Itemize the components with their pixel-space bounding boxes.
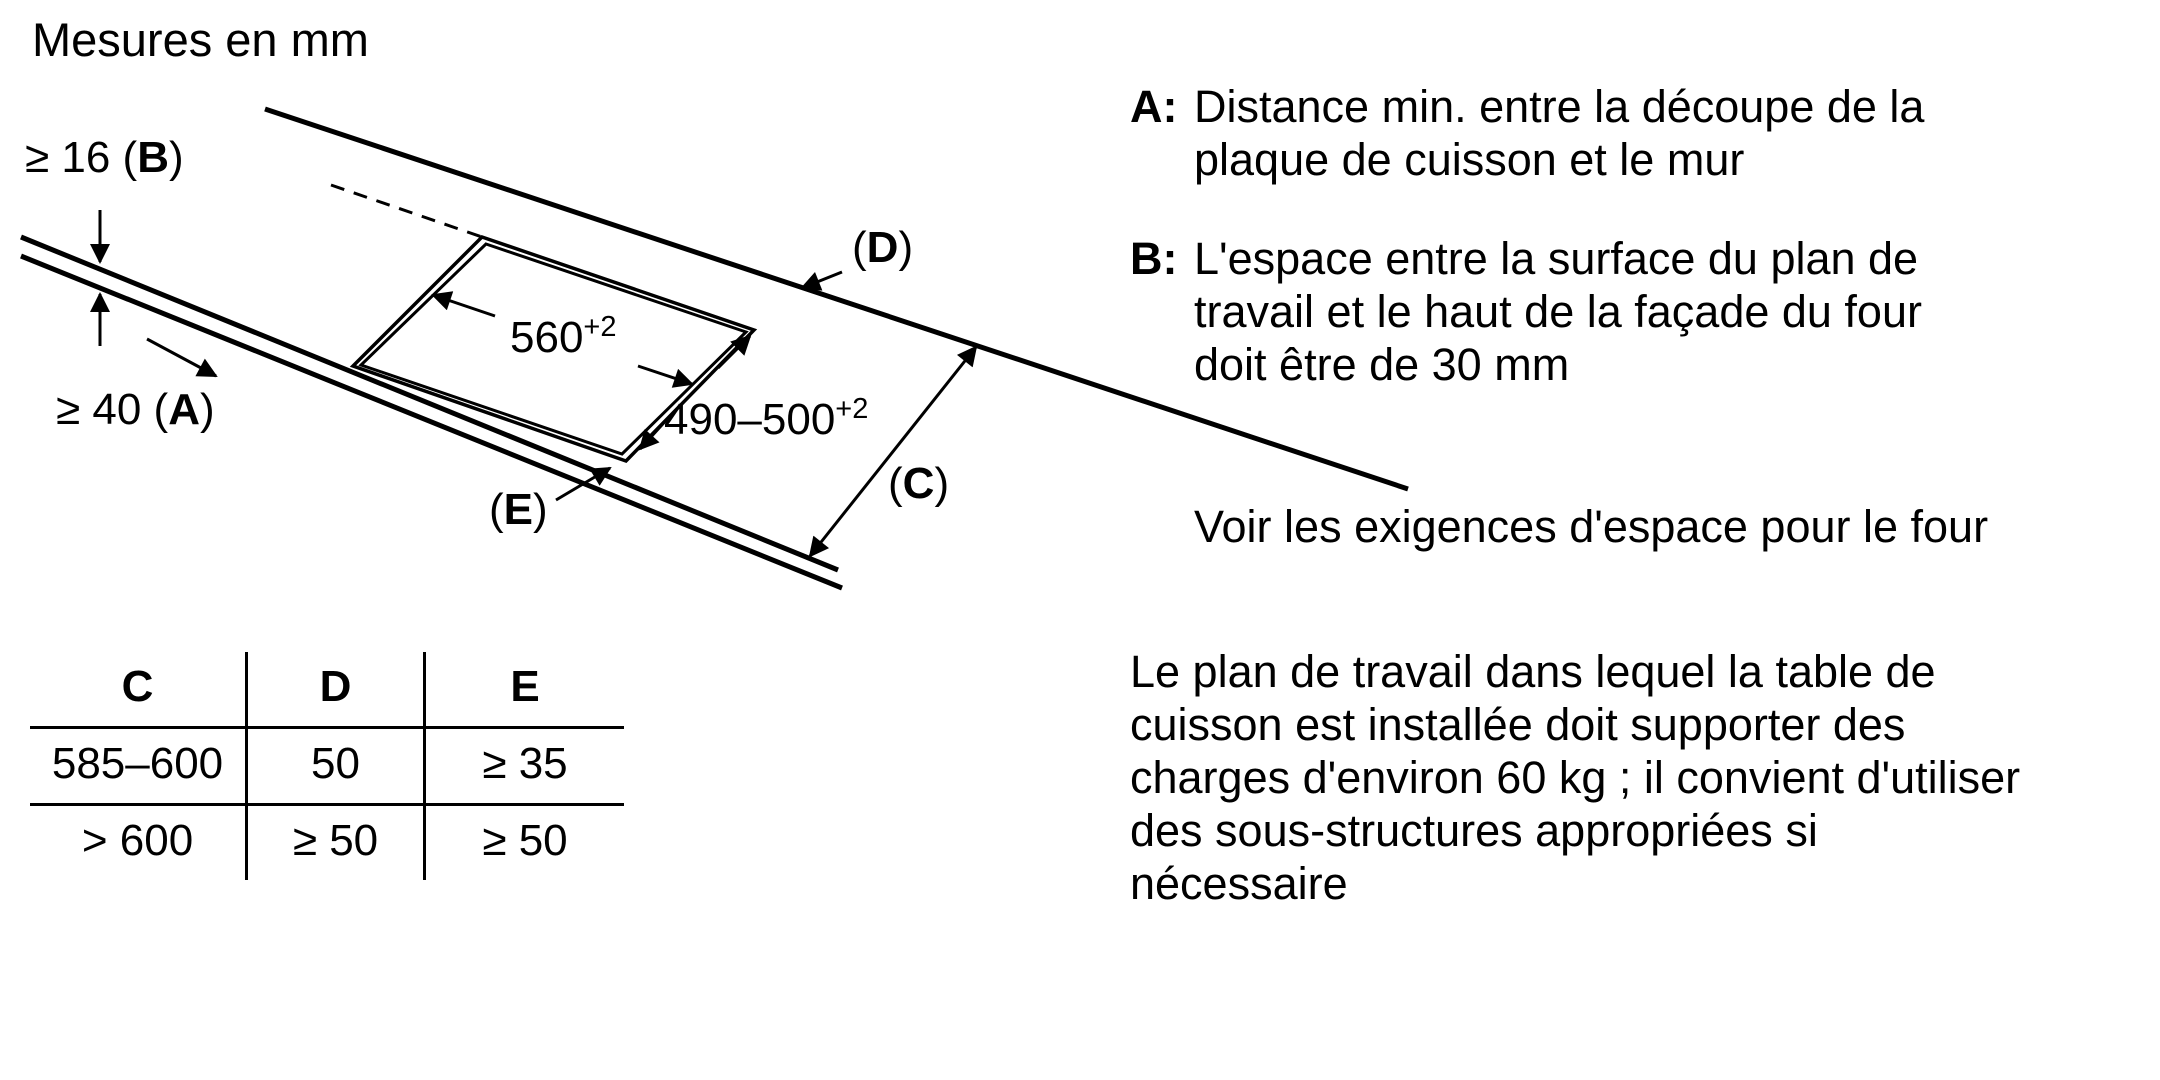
page-title: Mesures en mm xyxy=(32,13,369,66)
dim-490-500-arrow-lower xyxy=(638,414,672,451)
legend-item-a: A: Distance min. entre la découpe de la … xyxy=(1130,80,2120,186)
worktop-front-edge-bottom-line xyxy=(20,253,843,591)
legend-note: Voir les exigences d'espace pour le four xyxy=(1194,501,1989,552)
table-cell-r1-c: 585–600 xyxy=(30,729,248,806)
dim-560-label: 560+2 xyxy=(510,311,617,362)
label-e: (E) xyxy=(489,485,548,534)
dim-b-label: ≥ 16 (B) xyxy=(25,133,184,182)
legend-item-a-text: Distance min. entre la découpe de la pla… xyxy=(1194,81,1925,185)
table-header-d: D xyxy=(248,652,426,729)
dim-490-500-arrow-upper xyxy=(716,334,752,370)
table-cell-r2-c: > 600 xyxy=(30,806,248,880)
label-d-arrow xyxy=(800,270,843,291)
table-header-e: E xyxy=(426,652,624,729)
dim-490-500-label: 490–500+2 xyxy=(664,393,868,444)
dim-a-label: ≥ 40 (A) xyxy=(56,385,215,434)
label-d: (D) xyxy=(852,223,913,272)
dim-c-arrow xyxy=(808,345,978,558)
legend-item-a-label: A: xyxy=(1130,81,1178,132)
table-header-c: C xyxy=(30,652,248,729)
legend-item-b-label: B: xyxy=(1130,233,1178,284)
table-cell-r2-d: ≥ 50 xyxy=(248,806,426,880)
label-e-arrow xyxy=(555,466,612,502)
legend: A: Distance min. entre la découpe de la … xyxy=(1130,80,2120,910)
dimensions-table: C D E 585–600 50 ≥ 35 > 600 ≥ 50 ≥ 50 xyxy=(30,652,624,880)
legend-paragraph: Le plan de travail dans lequel la table … xyxy=(1130,646,2021,909)
cutout-hidden-edge-dashed-line xyxy=(330,183,483,239)
cutout-inner-outline xyxy=(358,242,749,456)
worktop-front-edge-top-line xyxy=(20,234,839,573)
dim-a-arrow xyxy=(146,337,218,378)
installation-diagram: ≥ 16 (B) ≥ 40 (A) 560+2 490–500+2 (D) (C… xyxy=(20,106,1409,591)
cutout-outer-outline xyxy=(349,234,758,464)
dim-560-arrow-right xyxy=(637,364,694,388)
dim-560-arrow-left xyxy=(431,291,496,318)
table-cell-r1-d: 50 xyxy=(248,729,426,806)
table-cell-r2-e: ≥ 50 xyxy=(482,816,568,865)
table-cell-r1-e: ≥ 35 xyxy=(426,729,624,806)
label-c: (C) xyxy=(888,459,949,508)
worktop-back-edge-line xyxy=(264,106,1409,492)
legend-item-b: B: L'espace entre la surface du plan de … xyxy=(1130,232,2120,391)
legend-item-b-text: L'espace entre la surface du plan de tra… xyxy=(1194,233,1922,390)
